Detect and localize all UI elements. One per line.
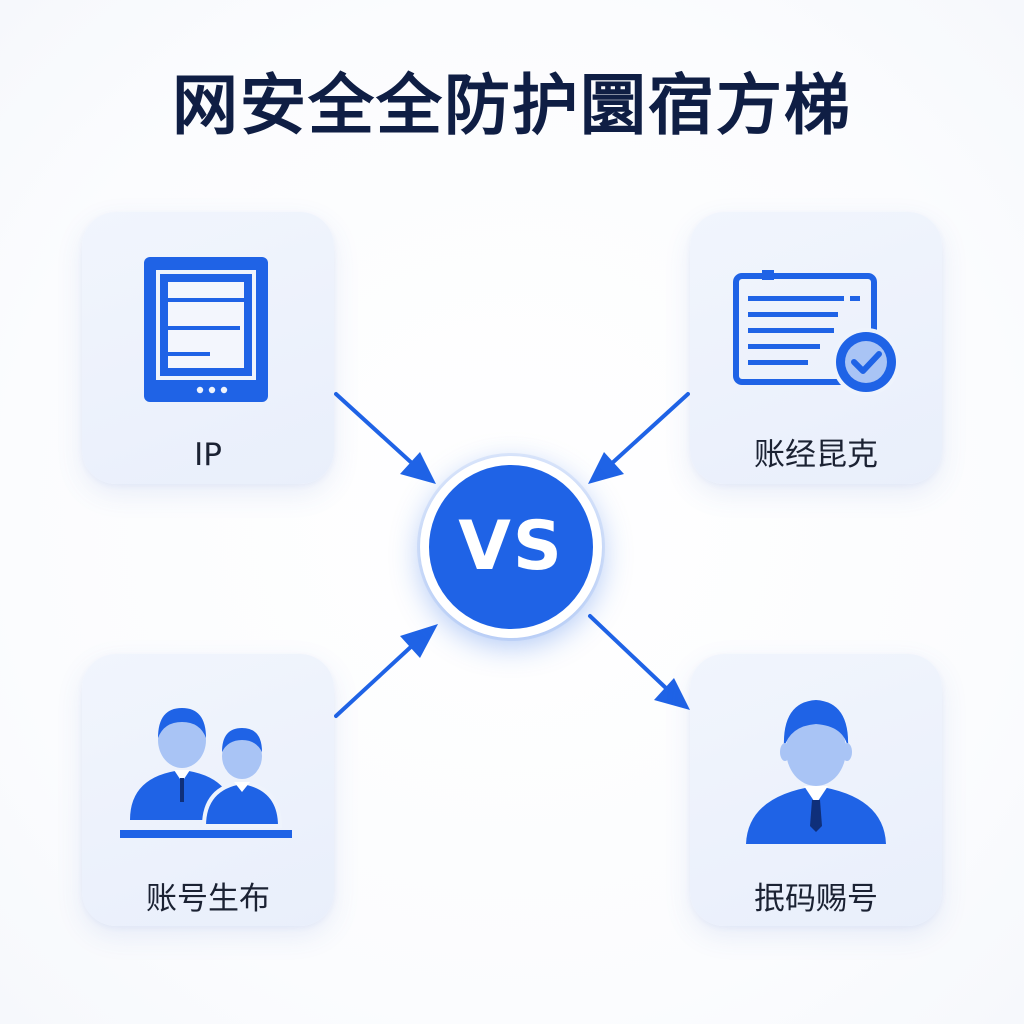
card-ip: IP	[82, 212, 334, 484]
arrow-ip-to-center	[334, 392, 416, 467]
arrowhead-person	[654, 678, 690, 710]
arrow-center-to-person	[588, 614, 670, 692]
card-people-label: 账号生布	[146, 881, 270, 917]
vs-node: VS	[420, 456, 602, 638]
user-icon	[746, 700, 886, 844]
card-person: 抿码赐号	[690, 654, 942, 926]
arrowhead-people	[400, 624, 438, 658]
card-people: 账号生布	[82, 654, 334, 926]
two-users-icon	[120, 708, 292, 838]
tablet-document-icon	[144, 257, 268, 402]
card-account-label: 账经昆克	[754, 437, 878, 473]
document-check-icon	[733, 270, 900, 396]
card-ip-label: IP	[194, 437, 222, 473]
arrow-account-to-center	[608, 392, 690, 467]
arrowhead-account	[588, 452, 624, 484]
arrow-people-to-center	[334, 642, 416, 718]
card-person-label: 抿码赐号	[754, 881, 878, 917]
diagram-title: 网安全全防护圜宿方梯	[172, 67, 852, 144]
card-account: 账经昆克	[690, 212, 942, 484]
arrowhead-ip	[400, 452, 436, 484]
